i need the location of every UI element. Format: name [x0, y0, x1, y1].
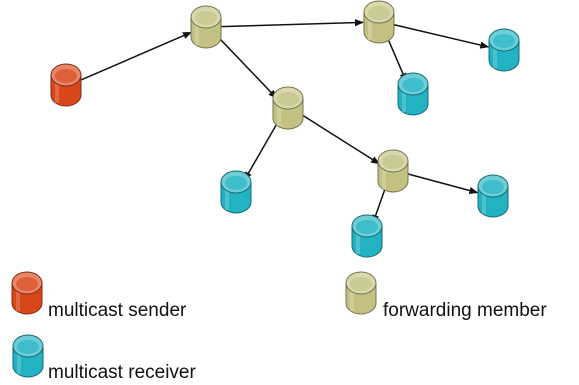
- edge-arrow-s-f1: [79, 31, 193, 82]
- edge-arrow-f1-f3: [216, 34, 278, 99]
- node-forwarder-f1: [190, 5, 222, 49]
- legend: multicast sender forwarding member multi…: [11, 271, 547, 383]
- legend-sender-cylinder: [11, 271, 43, 315]
- legend-label-forwarder: forwarding member: [383, 300, 547, 321]
- edge-arrow-f3-f4: [300, 113, 381, 165]
- node-forwarder-f3: [272, 86, 304, 130]
- node-receiver-r2: [397, 72, 429, 116]
- edge-arrow-f3-r3: [243, 117, 281, 181]
- node-receiver-r5: [351, 214, 383, 258]
- node-forwarder-f2: [363, 0, 395, 44]
- node-forwarder-f4: [377, 149, 409, 193]
- node-receiver-r1: [488, 28, 520, 72]
- legend-label-sender: multicast sender: [48, 300, 187, 321]
- sender-node-icon: [11, 271, 43, 315]
- node-sender-s: [50, 63, 82, 107]
- edge-arrow-f1-f2: [220, 19, 364, 28]
- legend-receiver-cylinder: [12, 334, 44, 378]
- edge-arrow-f4-r4: [407, 173, 479, 194]
- node-receiver-r3: [220, 170, 252, 214]
- legend-forwarder-cylinder: [345, 271, 377, 315]
- nodes-layer: [50, 0, 520, 258]
- edge-arrow-f2-r1: [393, 23, 490, 49]
- receiver-node-icon: [12, 334, 44, 378]
- edges-layer: [79, 19, 490, 224]
- legend-label-receiver: multicast receiver: [48, 362, 196, 383]
- node-receiver-r4: [477, 174, 509, 218]
- edge-arrow-f2-r2: [384, 32, 407, 83]
- forwarding-member-node-icon: [345, 271, 377, 315]
